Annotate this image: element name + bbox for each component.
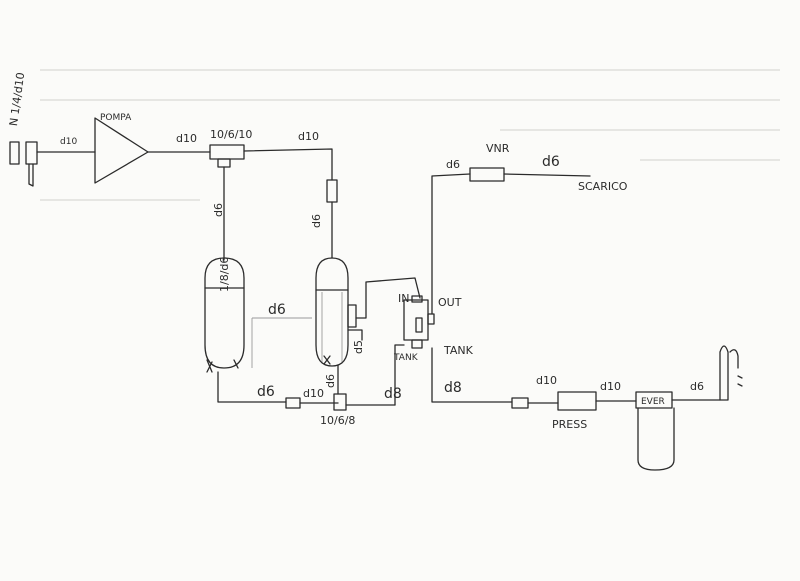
label-bottom-to-tank: d8 [384, 386, 402, 402]
label-source: N 1/4/d10 [7, 71, 27, 126]
label-bottom-mid: d10 [303, 387, 324, 400]
inline-filter-bottom-left [285, 397, 301, 409]
label-out: OUT [438, 296, 462, 309]
right-vessel [315, 257, 421, 367]
label-ever-out: d6 [690, 380, 704, 393]
ever-reservoir [637, 407, 675, 471]
pump-icon [94, 117, 149, 184]
label-press-pipe-out: d10 [600, 380, 621, 393]
label-pump: POMPA [100, 113, 132, 123]
label-tee-bottom: 10/6/8 [320, 414, 355, 427]
label-press: PRESS [552, 418, 587, 431]
pipe-to-vnr [431, 173, 471, 315]
pipe-cross-link [251, 317, 312, 368]
pipe-bottom-left [217, 371, 287, 403]
label-left-drop: d6 [212, 203, 225, 217]
label-tee-top: 10/6/10 [210, 128, 252, 141]
tee-top [209, 144, 245, 160]
label-scarico-pipe: d6 [542, 154, 560, 170]
label-top-right-pipe: d10 [298, 130, 319, 143]
label-tank-small: TANK [393, 353, 419, 363]
label-bottom-left: d6 [257, 384, 275, 400]
label-pump-out: d10 [176, 132, 197, 145]
vnr-valve [469, 167, 505, 182]
pipe-top-right [243, 148, 333, 181]
tank-valve-block [403, 295, 435, 349]
label-cross-link: d6 [268, 302, 286, 318]
label-small-side: d5 [352, 340, 365, 354]
left-vessel [204, 257, 245, 373]
label-vnr-pipe: d6 [446, 158, 460, 171]
inline-filter-top-right [326, 179, 338, 203]
label-left-vessel: 1/8/d6 [218, 257, 231, 292]
inline-filter-press-in [511, 397, 529, 409]
label-right-vessel-out: d6 [324, 374, 337, 388]
source-fitting [9, 141, 38, 187]
label-source-pipe: d10 [60, 137, 77, 147]
label-in: IN [398, 292, 409, 305]
label-scarico: SCARICO [578, 180, 628, 193]
label-press-pipe-in: d10 [536, 374, 557, 387]
tee-bottom [333, 393, 347, 411]
pipe-scarico [503, 173, 591, 177]
label-ever: EVER [641, 397, 665, 407]
pipe-tank-out [431, 347, 513, 403]
paper-show-through [40, 69, 780, 201]
label-out-d8: d8 [444, 380, 462, 396]
outlet-nozzle [719, 345, 743, 401]
press-unit [557, 391, 597, 411]
label-tank: TANK [443, 344, 474, 357]
label-vnr: VNR [486, 142, 510, 155]
label-right-drop: d6 [310, 214, 323, 228]
